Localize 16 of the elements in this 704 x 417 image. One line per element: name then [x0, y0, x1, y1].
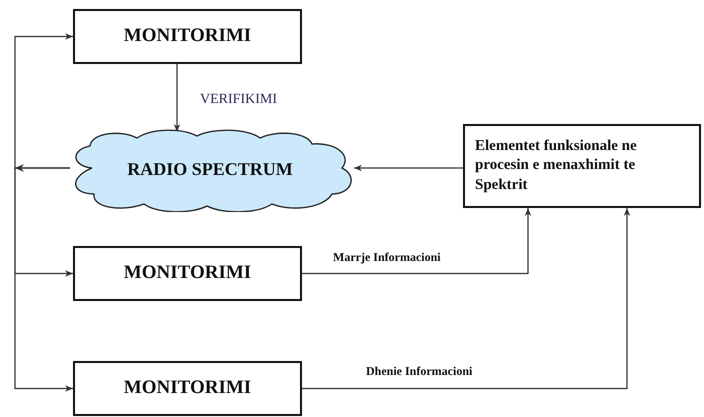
process-box [463, 124, 701, 208]
process-box [73, 246, 302, 301]
box-label: MONITORIMI [124, 261, 252, 286]
process-box [73, 9, 302, 64]
cloud-label: RADIO SPECTRUM [127, 158, 293, 182]
arrow [174, 64, 180, 132]
edge-label: Marrje Informacioni [333, 250, 441, 265]
arrow [302, 208, 630, 390]
box-label: MONITORIMI [124, 376, 252, 400]
box-label: MONITORIMI [124, 24, 252, 48]
arrow [14, 33, 73, 169]
arrow [302, 208, 532, 274]
arrow [14, 167, 73, 392]
arrow [354, 164, 463, 172]
box-label: Elementet funksionale ne procesin e menaxhimit te Spektrit [475, 136, 638, 195]
process-box [73, 361, 302, 416]
